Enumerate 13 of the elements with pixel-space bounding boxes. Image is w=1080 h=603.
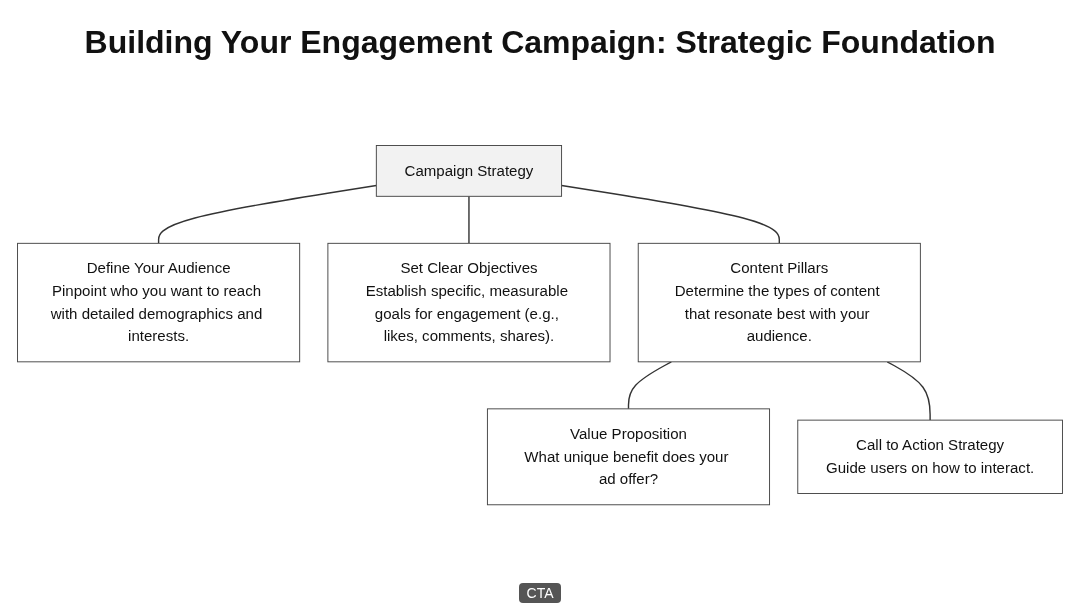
connector <box>157 184 378 244</box>
connector <box>560 184 780 244</box>
connector <box>468 195 470 244</box>
connector <box>627 360 673 410</box>
node-box: Set Clear Objectives Establish specific, measurable goals for engagement (e.g., likes, comments, shares). <box>327 242 611 363</box>
node-box: Call to Action Strategy Guide users on how to interact. <box>797 419 1063 494</box>
connector <box>886 360 931 421</box>
node-box: Campaign Strategy <box>375 144 563 197</box>
node-box: Define Your Audience Pinpoint who you want to reach with detailed demographics and interests. <box>17 242 301 363</box>
cta-tag: CTA <box>518 583 562 603</box>
node-box: Content Pillars Determine the types of content that resonate best with your audience. <box>637 242 921 363</box>
node-box: Value Proposition What unique benefit does your ad offer? <box>486 408 770 506</box>
title: Building Your Engagement Campaign: Strategic Foundation <box>84 24 996 61</box>
